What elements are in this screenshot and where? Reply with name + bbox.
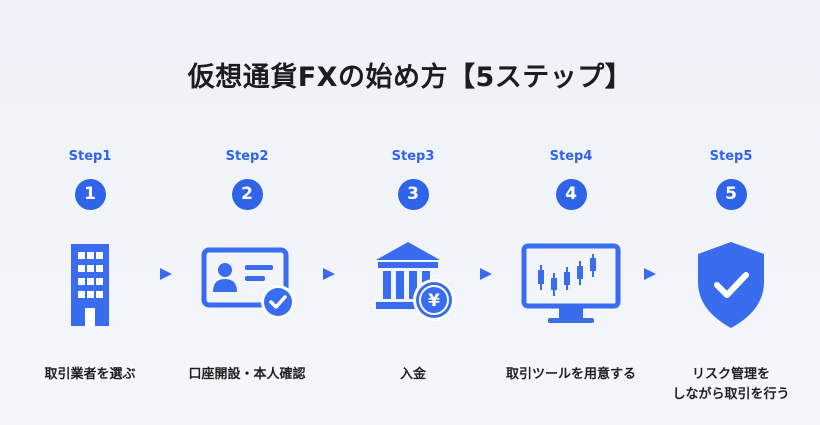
step-number-badge: 4 — [555, 179, 587, 210]
trading-chart-monitor-icon — [521, 243, 621, 323]
step-number-badge: 1 — [74, 179, 106, 210]
arrow-right-icon — [323, 268, 335, 280]
arrow-right-icon — [644, 268, 656, 280]
step-description: 取引業者を選ぶ — [44, 367, 136, 382]
step-description: 口座開設・本人確認 — [188, 367, 306, 382]
step-label: Step2 — [225, 149, 269, 164]
step-4: Step4 4 取引ツールを用意する — [496, 148, 646, 385]
step-5: Step5 5 リスク管理を しながら取引を行う — [656, 148, 806, 405]
step-description: 取引ツールを用意する — [505, 367, 636, 382]
bank-yen-icon: ¥ — [376, 242, 455, 321]
step-number-badge: 5 — [715, 179, 747, 210]
page-title: 仮想通貨FXの始め方【5ステップ】 — [187, 62, 633, 93]
step-description: リスク管理を しながら取引を行う — [672, 367, 790, 402]
step-3: Step3 3 ¥ 入金 — [338, 148, 488, 385]
step-label: Step5 — [709, 149, 753, 164]
step-description: 入金 — [399, 367, 426, 382]
id-card-check-icon — [201, 247, 295, 319]
step-2: Step2 2 口座開設・本人確認 — [172, 148, 322, 385]
step-number-badge: 3 — [397, 179, 429, 210]
arrow-right-icon — [480, 268, 492, 280]
step-label: Step4 — [549, 149, 593, 164]
svg-text:¥: ¥ — [428, 291, 440, 311]
step-label: Step1 — [68, 149, 112, 164]
step-1: Step1 1 取引業者を選ぶ — [15, 148, 165, 385]
arrow-right-icon — [160, 268, 172, 280]
step-number-badge: 2 — [231, 179, 263, 210]
office-building-icon — [71, 244, 109, 326]
step-label: Step3 — [391, 149, 435, 164]
shield-check-icon — [698, 242, 764, 328]
